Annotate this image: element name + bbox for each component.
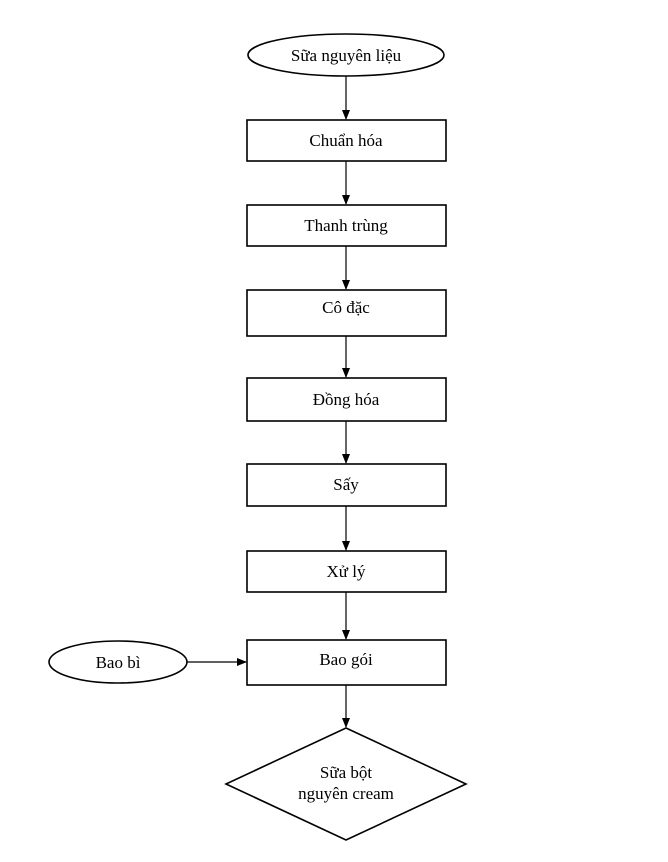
node-step-3: Cô đặc: [246, 289, 447, 337]
node-step-3-label: Cô đặc: [322, 298, 370, 317]
node-step-4: Đồng hóa: [246, 377, 447, 422]
node-step-6: Xử lý: [246, 550, 447, 593]
node-step-5-label: Sấy: [333, 475, 359, 494]
node-product: Sữa bột nguyên cream: [224, 727, 468, 841]
node-step-1: Chuẩn hóa: [246, 119, 447, 162]
node-step-2-label: Thanh trùng: [304, 216, 388, 235]
node-packaging-input: Bao bì: [48, 640, 188, 684]
node-step-1-label: Chuẩn hóa: [309, 131, 383, 150]
node-start-label: Sữa nguyên liệu: [291, 46, 402, 65]
node-start: Sữa nguyên liệu: [247, 33, 445, 77]
node-product-label-line-2: nguyên cream: [298, 784, 394, 803]
node-step-2: Thanh trùng: [246, 204, 447, 247]
node-step-7: Bao gói: [246, 639, 447, 686]
node-step-5: Sấy: [246, 463, 447, 507]
node-product-label-line-1: Sữa bột: [320, 763, 372, 782]
node-step-7-label: Bao gói: [319, 650, 373, 669]
node-step-6-label: Xử lý: [327, 562, 366, 581]
node-packaging-input-label: Bao bì: [96, 653, 141, 672]
node-step-4-label: Đồng hóa: [313, 390, 380, 409]
